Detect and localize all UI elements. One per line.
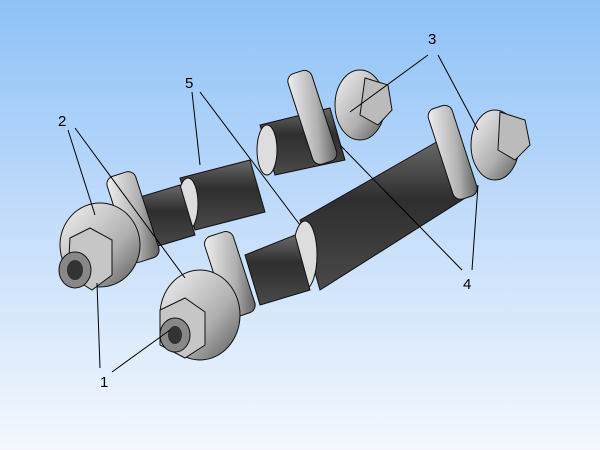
back-fitting-left xyxy=(58,202,141,291)
leader-4a xyxy=(339,144,463,271)
leader-5b xyxy=(199,91,301,226)
leader-3a xyxy=(349,54,429,113)
front-clamp-right xyxy=(427,104,478,200)
label-2: 2 xyxy=(58,113,66,130)
label-5: 5 xyxy=(185,75,193,92)
back-nut-right xyxy=(334,69,393,141)
leader-lines xyxy=(67,54,479,373)
front-nut-right xyxy=(470,109,531,181)
leader-2a xyxy=(67,129,96,216)
leader-4b xyxy=(471,184,479,271)
front-fitting-left xyxy=(159,269,241,361)
leader-1b xyxy=(111,329,171,373)
front-hose-segment-short xyxy=(244,234,311,306)
leader-2b xyxy=(74,127,186,279)
label-4: 4 xyxy=(463,276,471,293)
leader-3b xyxy=(437,54,479,131)
leader-5a xyxy=(191,91,201,166)
front-hose-assembly xyxy=(159,104,531,361)
back-clamp-right xyxy=(287,69,338,165)
leader-1a xyxy=(96,282,101,369)
label-1: 1 xyxy=(100,374,108,391)
label-3: 3 xyxy=(428,31,436,48)
